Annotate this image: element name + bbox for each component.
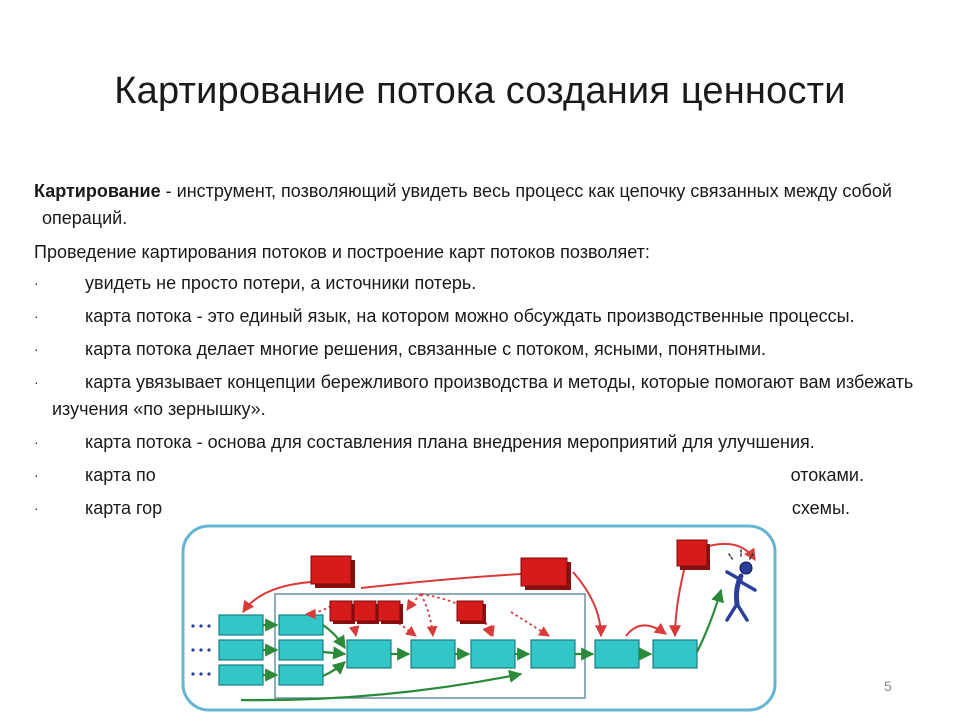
control-block	[353, 600, 379, 624]
page-number: 5	[884, 678, 892, 694]
lead-paragraph: Проведение картирования потоков и постро…	[34, 242, 650, 262]
bullet-item: · увидеть не просто потери, а источники …	[34, 270, 934, 297]
definition-paragraph: Картирование - инструмент, позволяющий у…	[34, 178, 934, 232]
bullet-symbol: ·	[34, 374, 39, 390]
bullet-symbol: ·	[34, 341, 39, 357]
bullet-symbol: ·	[34, 275, 39, 291]
bullet-text-tail: схемы.	[791, 498, 850, 518]
bullet-symbol: ·	[34, 308, 39, 324]
bullet-text: карта потока - основа для составления пл…	[85, 432, 815, 452]
bullet-item: · карта гор схемы.	[34, 495, 934, 522]
value-stream-map-illustration	[181, 524, 777, 712]
control-block	[456, 600, 486, 624]
bullet-text: карта увязывает концепции бережливого пр…	[52, 372, 914, 419]
bullet-symbol: ·	[34, 434, 39, 450]
bullet-symbol: ·	[34, 500, 39, 516]
process-box	[410, 639, 456, 669]
bullet-text: карта потока делает многие решения, связ…	[85, 339, 767, 359]
bullet-text: увидеть не просто потери, а источники по…	[85, 273, 477, 293]
bullet-text: карта по	[85, 465, 156, 485]
bullet-text-tail: отоками.	[790, 465, 864, 485]
control-blocks	[310, 539, 710, 624]
process-box	[278, 639, 324, 661]
process-box	[218, 614, 264, 636]
process-box	[470, 639, 516, 669]
process-box	[652, 639, 698, 669]
bullet-text: карта гор	[85, 498, 163, 518]
process-box	[278, 614, 324, 636]
control-block	[520, 557, 571, 590]
supplier-dotted-flows	[191, 624, 211, 676]
control-block	[377, 600, 403, 624]
bullet-item: · карта потока делает многие решения, св…	[34, 336, 934, 363]
definition-text: - инструмент, позволяющий увидеть весь п…	[42, 181, 892, 228]
bullet-text: карта потока - это единый язык, на котор…	[85, 306, 855, 326]
process-boxes	[218, 614, 698, 686]
control-block	[329, 600, 355, 624]
control-block	[676, 539, 710, 570]
process-box	[346, 639, 392, 669]
process-box	[218, 639, 264, 661]
process-box	[594, 639, 640, 669]
control-block	[310, 555, 355, 588]
customer-figure-icon	[725, 549, 757, 622]
process-box	[278, 664, 324, 686]
bullet-item: · карта увязывает концепции бережливого …	[34, 369, 934, 423]
bullet-symbol: ·	[34, 467, 39, 483]
process-box	[218, 664, 264, 686]
slide-title: Картирование потока создания ценности	[114, 70, 846, 112]
bullet-item: · карта потока - это единый язык, на кот…	[34, 303, 934, 330]
process-box	[530, 639, 576, 669]
definition-term: Картирование	[34, 181, 161, 201]
information-flow-arrows	[242, 542, 756, 638]
slide-body: Картирование - инструмент, позволяющий у…	[34, 178, 934, 528]
material-flow-arrows	[240, 588, 724, 702]
bullet-item: · карта по отоками.	[34, 462, 934, 489]
bullet-item: · карта потока - основа для составления …	[34, 429, 934, 456]
